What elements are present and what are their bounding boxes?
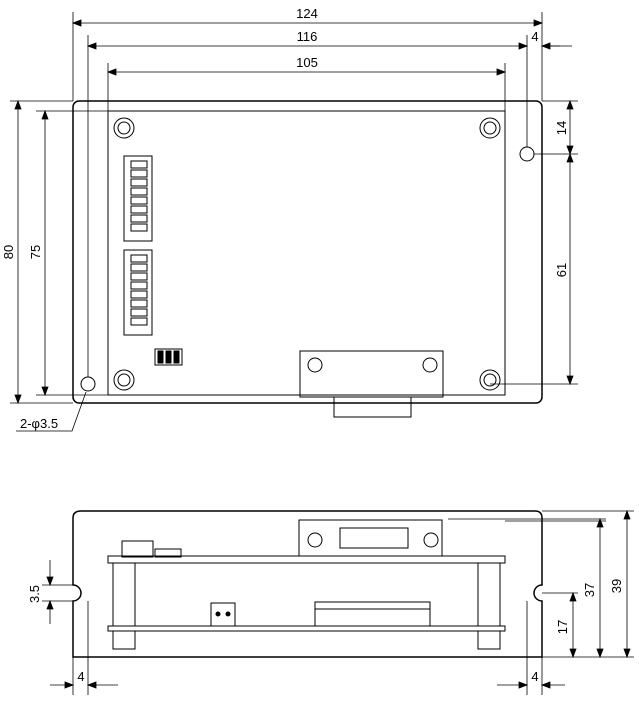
dim-hole-height: 17 — [555, 620, 570, 634]
side-dimension-lines — [46, 509, 631, 689]
dim-overall-height-side: 39 — [609, 579, 624, 593]
dim-hole-edge-offset: 4 — [531, 29, 538, 44]
top-view: 124 116 105 4 80 75 14 61 2-φ3.5 — [1, 6, 578, 432]
pcb-mounting-holes — [113, 117, 501, 391]
side-terminal-block — [210, 602, 236, 627]
dim-hole-slot: 3.5 — [27, 585, 42, 603]
dim-left-offset: 4 — [77, 669, 84, 684]
hole-note: 2-φ3.5 — [20, 416, 58, 431]
side-view: 3.5 4 4 17 37 39 — [27, 509, 634, 695]
mounting-hole-left — [80, 376, 96, 392]
dim-board-height: 75 — [28, 245, 43, 259]
dip-switch-bank-1 — [123, 155, 153, 242]
side-extension-lines — [42, 510, 634, 695]
dip-switch-bank-2 — [123, 249, 153, 336]
enclosure-outline — [72, 100, 543, 404]
dim-board-top-height: 37 — [582, 583, 597, 597]
side-small-connector — [154, 548, 182, 558]
mounting-hole-right — [519, 146, 535, 162]
dsub-connector — [299, 350, 444, 418]
standoff-right — [477, 562, 501, 627]
standoff-right-lower — [477, 630, 501, 650]
dim-overall-width: 124 — [296, 6, 318, 21]
small-connector — [154, 348, 183, 366]
side-dsub-connector — [298, 519, 443, 557]
dimension-lines — [14, 19, 574, 432]
dim-hole-pitch-x: 116 — [297, 29, 318, 44]
side-bottom-pcb — [107, 625, 506, 632]
dim-hole-to-top: 14 — [554, 121, 569, 135]
side-pin-header — [314, 601, 431, 627]
dim-overall-height: 80 — [1, 245, 16, 259]
dim-right-offset: 4 — [531, 669, 538, 684]
extension-lines — [10, 12, 578, 404]
side-enclosure-outline — [72, 510, 543, 658]
standoff-left — [112, 562, 136, 627]
side-top-pcb — [107, 555, 506, 564]
dim-hole-pitch-y: 61 — [554, 263, 569, 277]
side-small-part — [121, 540, 154, 558]
pcb-outline — [107, 110, 506, 396]
standoff-left-lower — [112, 630, 136, 650]
dim-board-width: 105 — [296, 55, 318, 70]
